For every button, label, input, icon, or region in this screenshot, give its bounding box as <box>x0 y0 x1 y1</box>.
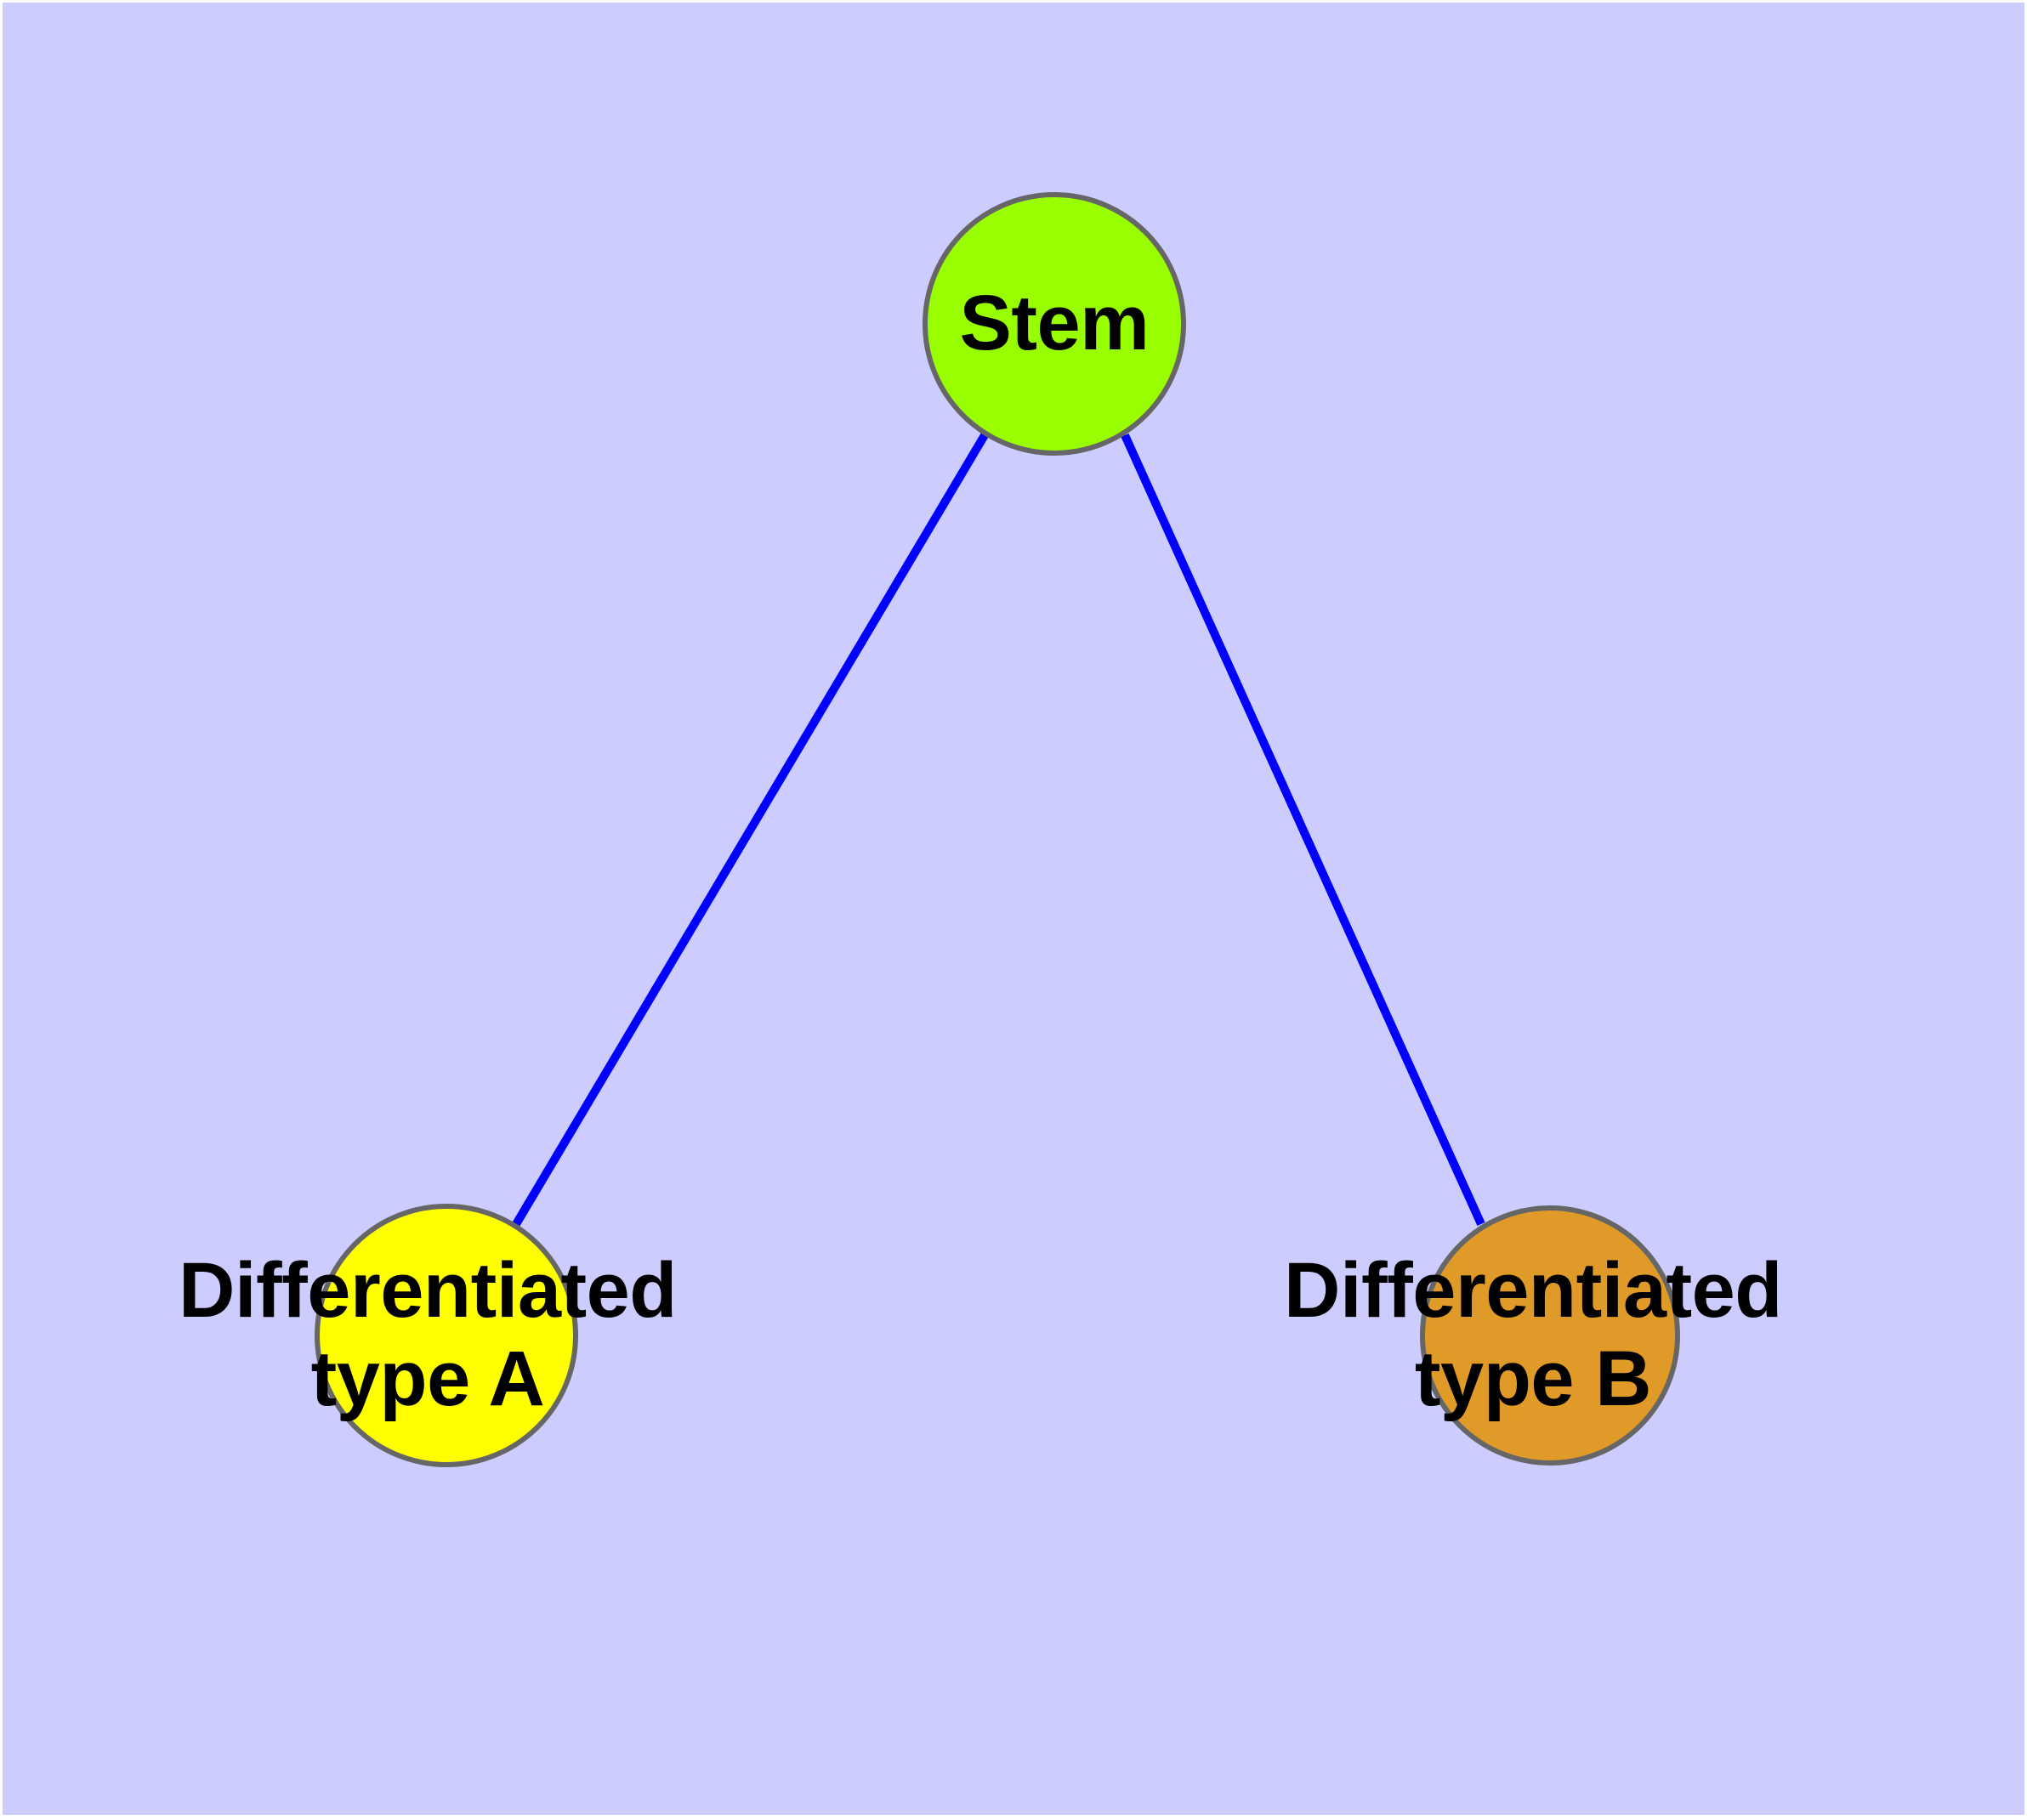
node-diff-a[interactable] <box>315 1204 578 1467</box>
edge-stem-to-diff-b[interactable] <box>1121 433 1485 1227</box>
node-stem[interactable] <box>923 192 1186 456</box>
node-layer <box>315 192 1680 1467</box>
edge-layer <box>512 433 1485 1227</box>
node-diff-b[interactable] <box>1420 1205 1680 1466</box>
edge-stem-to-diff-a[interactable] <box>512 433 989 1227</box>
graph-svg <box>315 192 1680 1467</box>
